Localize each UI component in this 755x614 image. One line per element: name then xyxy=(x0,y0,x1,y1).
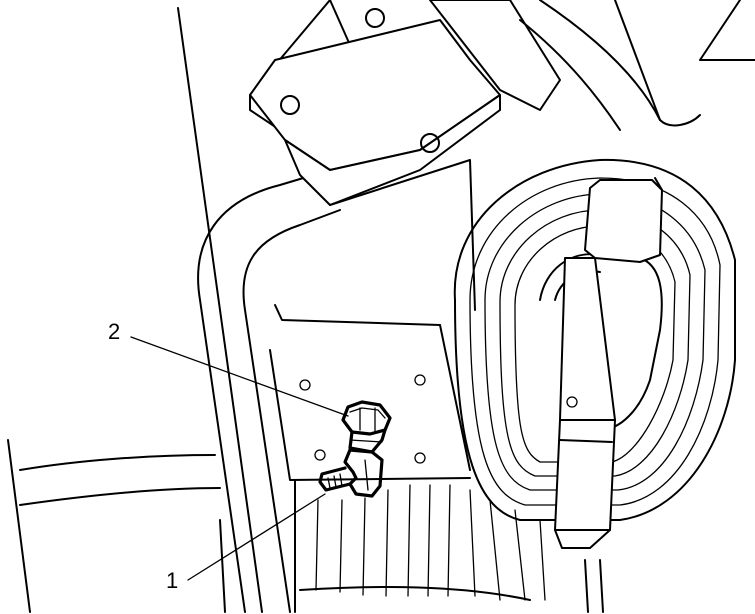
mounting-plate xyxy=(269,159,476,481)
coiled-hose xyxy=(453,158,736,613)
ribbed-housing xyxy=(219,479,546,613)
fittings xyxy=(318,400,392,498)
curved-pipe xyxy=(197,169,341,613)
upper-bracket xyxy=(249,0,755,206)
leader-line-1 xyxy=(187,493,326,581)
callout-label-1: 1 xyxy=(166,568,179,593)
hose-adapter-fitting xyxy=(341,400,392,454)
callout-label-2: 2 xyxy=(108,319,121,344)
leader-line-2 xyxy=(130,336,349,417)
leader-lines xyxy=(130,336,349,581)
elbow-fitting xyxy=(318,448,384,498)
hose-hanger-strap xyxy=(554,177,663,549)
left-structure xyxy=(7,7,263,613)
